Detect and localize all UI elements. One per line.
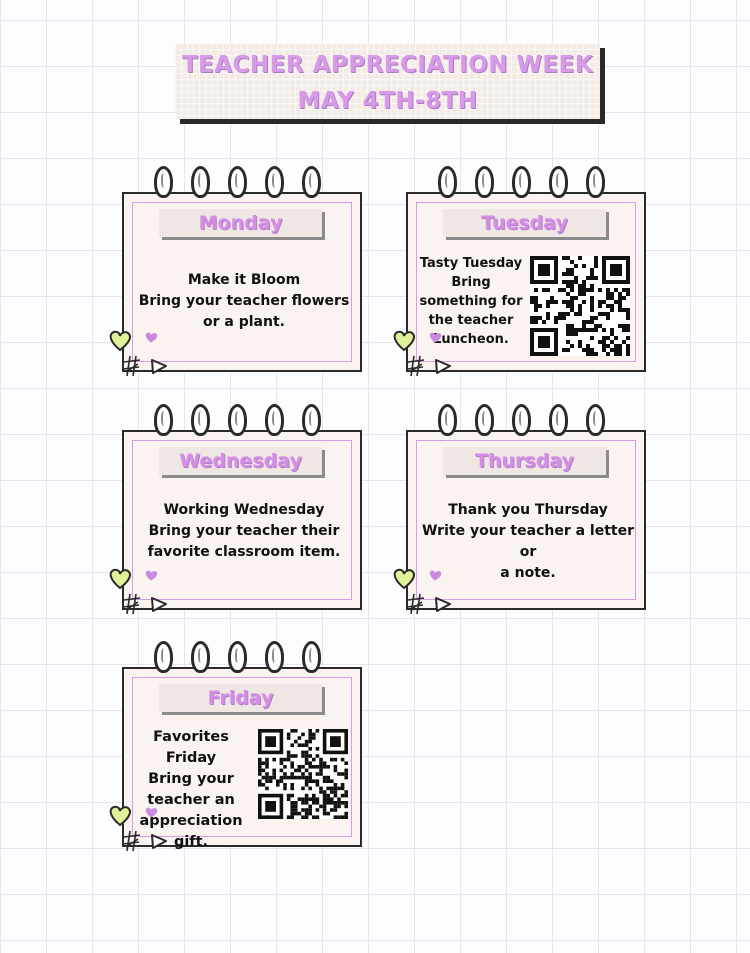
tuesday-instruction-3: the teacher [428, 313, 514, 328]
spiral-ring-icon [265, 166, 284, 198]
green-heart-icon [393, 568, 415, 590]
qr-code-icon[interactable] [530, 256, 630, 356]
doodle-decoration [109, 330, 167, 377]
card-inner-border [132, 202, 352, 362]
friday-instruction-2: teacher an [147, 792, 235, 808]
friday-theme: Favorites Friday [153, 729, 229, 766]
purple-heart-icon [145, 807, 158, 818]
thursday-description: Thank you Thursday Write your teacher a … [414, 500, 642, 584]
wednesday-description: Working Wednesday Bring your teacher the… [138, 500, 350, 563]
purple-heart-icon [429, 570, 442, 581]
day-label-friday: Friday [159, 684, 322, 712]
qr-code-icon[interactable] [258, 729, 348, 819]
spiral-ring-icon [302, 641, 321, 673]
doodle-decoration [393, 568, 451, 615]
spiral-rings [438, 404, 618, 444]
purple-heart-icon [429, 332, 442, 343]
thursday-instruction-1: Write your teacher a letter or [421, 523, 635, 560]
wednesday-card: Wednesday Working Wednesday Bring your t… [109, 404, 366, 615]
hashtag-icon [406, 593, 425, 615]
monday-instruction-2: or a plant. [203, 314, 285, 330]
spiral-ring-icon [512, 404, 531, 436]
triangle-icon [151, 834, 167, 849]
thursday-theme: Thank you Thursday [448, 502, 608, 518]
spiral-ring-icon [586, 166, 605, 198]
friday-instruction-3: appreciation [139, 813, 243, 829]
spiral-ring-icon [265, 641, 284, 673]
spiral-ring-icon [154, 641, 173, 673]
green-heart-icon [393, 330, 415, 352]
spiral-ring-icon [191, 166, 210, 198]
monday-theme: Make it Bloom [187, 272, 301, 288]
triangle-icon [151, 597, 167, 612]
friday-instruction-4: gift. [173, 834, 209, 850]
spiral-ring-icon [228, 641, 247, 673]
spiral-ring-icon [154, 404, 173, 436]
page-subtitle-dates: MAY 4TH-8TH [297, 88, 478, 114]
tuesday-instruction-1: Bring [451, 275, 491, 290]
spiral-rings [154, 641, 334, 681]
spiral-ring-icon [154, 166, 173, 198]
spiral-ring-icon [228, 166, 247, 198]
tuesday-theme: Tasty Tuesday [419, 256, 523, 271]
spiral-ring-icon [438, 404, 457, 436]
tuesday-instruction-4: Luncheon. [433, 332, 509, 347]
hashtag-icon [406, 355, 425, 377]
triangle-icon [435, 597, 451, 612]
tuesday-card: Tuesday Tasty Tuesday Bring something fo… [393, 166, 650, 377]
monday-description: Make it Bloom Bring your teacher flowers… [138, 270, 350, 333]
doodle-decoration [109, 568, 167, 615]
doodle-decoration [109, 805, 167, 852]
friday-card: Friday Favorites Friday Bring your teach… [109, 641, 366, 852]
day-label-monday: Monday [159, 209, 322, 237]
green-heart-icon [109, 805, 131, 827]
day-label-wednesday: Wednesday [159, 447, 322, 475]
card-inner-border [132, 440, 352, 600]
thursday-instruction-2: a note. [500, 565, 556, 581]
spiral-ring-icon [586, 404, 605, 436]
thursday-card: Thursday Thank you Thursday Write your t… [393, 404, 650, 615]
card-inner-border [416, 440, 636, 600]
triangle-icon [151, 359, 167, 374]
hashtag-icon [122, 593, 141, 615]
green-heart-icon [109, 568, 131, 590]
spiral-ring-icon [512, 166, 531, 198]
day-label-tuesday: Tuesday [443, 209, 606, 237]
spiral-ring-icon [265, 404, 284, 436]
green-heart-icon [109, 330, 131, 352]
spiral-rings [154, 404, 334, 444]
day-label-thursday: Thursday [443, 447, 606, 475]
doodle-decoration [393, 330, 451, 377]
spiral-rings [438, 166, 618, 206]
spiral-ring-icon [549, 166, 568, 198]
card-inner-border [132, 677, 352, 837]
spiral-ring-icon [191, 641, 210, 673]
triangle-icon [435, 359, 451, 374]
purple-heart-icon [145, 332, 158, 343]
spiral-ring-icon [302, 404, 321, 436]
card-inner-border [416, 202, 636, 362]
purple-heart-icon [145, 570, 158, 581]
hashtag-icon [122, 355, 141, 377]
spiral-ring-icon [228, 404, 247, 436]
spiral-ring-icon [475, 404, 494, 436]
wednesday-theme: Working Wednesday [163, 502, 325, 518]
monday-instruction-1: Bring your teacher flowers [138, 293, 350, 309]
spiral-ring-icon [549, 404, 568, 436]
spiral-ring-icon [475, 166, 494, 198]
wednesday-instruction-1: Bring your teacher their [148, 523, 340, 539]
spiral-rings [154, 166, 334, 206]
page-title: TEACHER APPRECIATION WEEK [181, 52, 594, 78]
monday-card: Monday Make it Bloom Bring your teacher … [109, 166, 366, 377]
friday-description: Favorites Friday Bring your teacher an a… [130, 727, 252, 853]
wednesday-instruction-2: favorite classroom item. [147, 544, 341, 560]
spiral-ring-icon [191, 404, 210, 436]
spiral-ring-icon [302, 166, 321, 198]
friday-instruction-1: Bring your [148, 771, 234, 787]
spiral-ring-icon [438, 166, 457, 198]
hashtag-icon [122, 830, 141, 852]
title-banner: TEACHER APPRECIATION WEEK MAY 4TH-8TH [175, 43, 600, 119]
tuesday-instruction-2: something for [419, 294, 523, 309]
tuesday-description: Tasty Tuesday Bring something for the te… [418, 254, 524, 349]
